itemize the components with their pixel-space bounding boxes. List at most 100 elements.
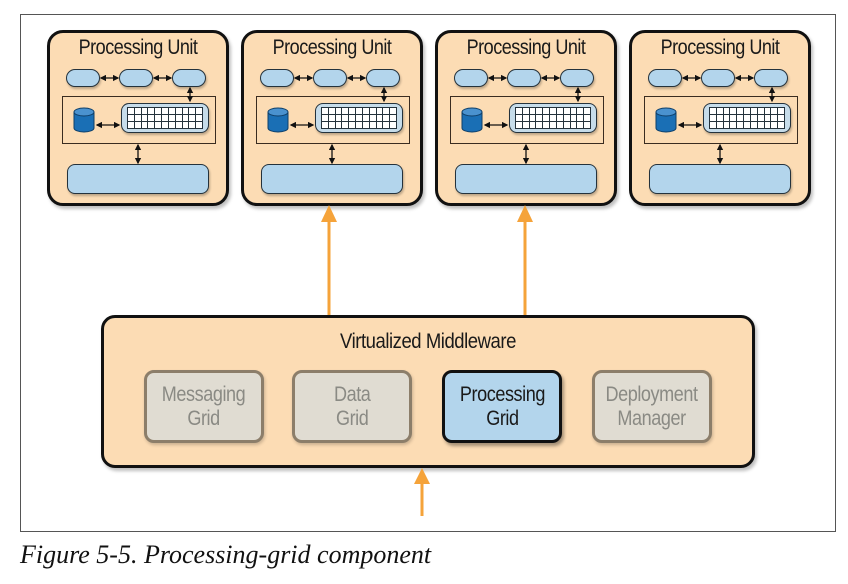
grid-cell xyxy=(356,115,362,121)
database-icon xyxy=(461,107,483,133)
processing-unit-3: Processing Unit xyxy=(435,30,617,206)
grid-cell xyxy=(390,115,396,121)
grid-cell xyxy=(536,108,543,114)
grid-cell xyxy=(744,115,750,121)
unit-base-component xyxy=(261,164,403,194)
grid-cell xyxy=(383,115,390,121)
in-memory-grid-icon xyxy=(315,103,403,133)
grid-cell xyxy=(744,108,750,114)
grid-cell xyxy=(716,122,723,128)
grid-cell xyxy=(750,115,757,121)
processing-core-container xyxy=(644,96,798,144)
module-node xyxy=(648,69,682,87)
grid-cell xyxy=(737,122,744,128)
module-node xyxy=(454,69,488,87)
grid-cell xyxy=(737,108,744,114)
grid-cell xyxy=(362,108,369,114)
grid-cell xyxy=(771,122,778,128)
processing-unit-title: Processing Unit xyxy=(272,36,392,59)
grid-cell xyxy=(522,115,529,121)
grid-cell xyxy=(175,108,182,114)
grid-cell xyxy=(335,108,342,114)
grid-cell xyxy=(390,108,396,114)
unit-base-component xyxy=(649,164,791,194)
grid-cell xyxy=(730,115,737,121)
grid-cell xyxy=(189,108,196,114)
grid-cell xyxy=(764,115,771,121)
grid-cell xyxy=(155,122,162,128)
grid-cell xyxy=(577,122,584,128)
deployment-manager-label: Deployment Manager xyxy=(605,382,699,430)
grid-cell xyxy=(376,122,383,128)
grid-cell xyxy=(376,108,383,114)
grid-cell xyxy=(322,122,328,128)
grid-cell xyxy=(189,122,196,128)
grid-cell xyxy=(750,122,757,128)
module-node xyxy=(260,69,294,87)
grid-cell xyxy=(757,108,764,114)
grid-cell xyxy=(141,115,148,121)
module-node xyxy=(560,69,594,87)
grid-cell xyxy=(335,115,342,121)
grid-cell xyxy=(369,115,376,121)
grid-cell xyxy=(716,108,723,114)
grid-cell xyxy=(322,108,328,114)
grid-cell xyxy=(778,115,784,121)
module-node xyxy=(66,69,100,87)
in-memory-grid-icon xyxy=(121,103,209,133)
grid-cell xyxy=(529,108,536,114)
grid-cell xyxy=(750,108,757,114)
grid-cell xyxy=(563,115,570,121)
grid-cell xyxy=(584,108,590,114)
grid-cell xyxy=(175,115,182,121)
grid-cell xyxy=(723,122,730,128)
grid-cell xyxy=(182,115,189,121)
grid-cell xyxy=(362,122,369,128)
data-grid-label: Data Grid xyxy=(333,382,371,430)
grid-cell xyxy=(771,108,778,114)
grid-cell xyxy=(563,122,570,128)
grid-cell xyxy=(529,122,536,128)
grid-cell xyxy=(543,108,550,114)
grid-cell xyxy=(563,108,570,114)
processing-unit-2: Processing Unit xyxy=(241,30,423,206)
grid-cell xyxy=(584,122,590,128)
grid-cell xyxy=(134,108,141,114)
figure-caption: Figure 5-5. Processing-grid component xyxy=(20,540,432,569)
grid-cell xyxy=(128,108,134,114)
grid-cell xyxy=(723,115,730,121)
unit-base-component xyxy=(455,164,597,194)
middleware-title: Virtualized Middleware xyxy=(340,330,516,353)
grid-cell xyxy=(175,122,182,128)
grid-cell xyxy=(148,115,155,121)
grid-cell xyxy=(362,115,369,121)
database-icon xyxy=(655,107,677,133)
grid-cell xyxy=(196,108,202,114)
grid-cell xyxy=(141,108,148,114)
grid-cell xyxy=(543,115,550,121)
processing-core-container xyxy=(256,96,410,144)
grid-cell xyxy=(383,108,390,114)
database-icon xyxy=(73,107,95,133)
grid-cell xyxy=(764,108,771,114)
in-memory-grid-icon xyxy=(509,103,597,133)
grid-cell xyxy=(328,108,335,114)
grid-cell xyxy=(342,108,349,114)
grid-cell xyxy=(162,108,168,114)
grid-cell xyxy=(716,115,723,121)
grid-cell xyxy=(128,122,134,128)
grid-cell xyxy=(757,115,764,121)
module-node xyxy=(366,69,400,87)
grid-cell xyxy=(778,122,784,128)
grid-cell xyxy=(141,122,148,128)
grid-cell xyxy=(349,108,356,114)
grid-cell xyxy=(570,115,577,121)
module-node xyxy=(313,69,347,87)
grid-cell xyxy=(376,115,383,121)
grid-cell xyxy=(771,115,778,121)
processing-unit-title: Processing Unit xyxy=(660,36,780,59)
grid-cell xyxy=(577,108,584,114)
grid-cell xyxy=(556,115,563,121)
grid-cell xyxy=(168,115,175,121)
processing-unit-1: Processing Unit xyxy=(47,30,229,206)
